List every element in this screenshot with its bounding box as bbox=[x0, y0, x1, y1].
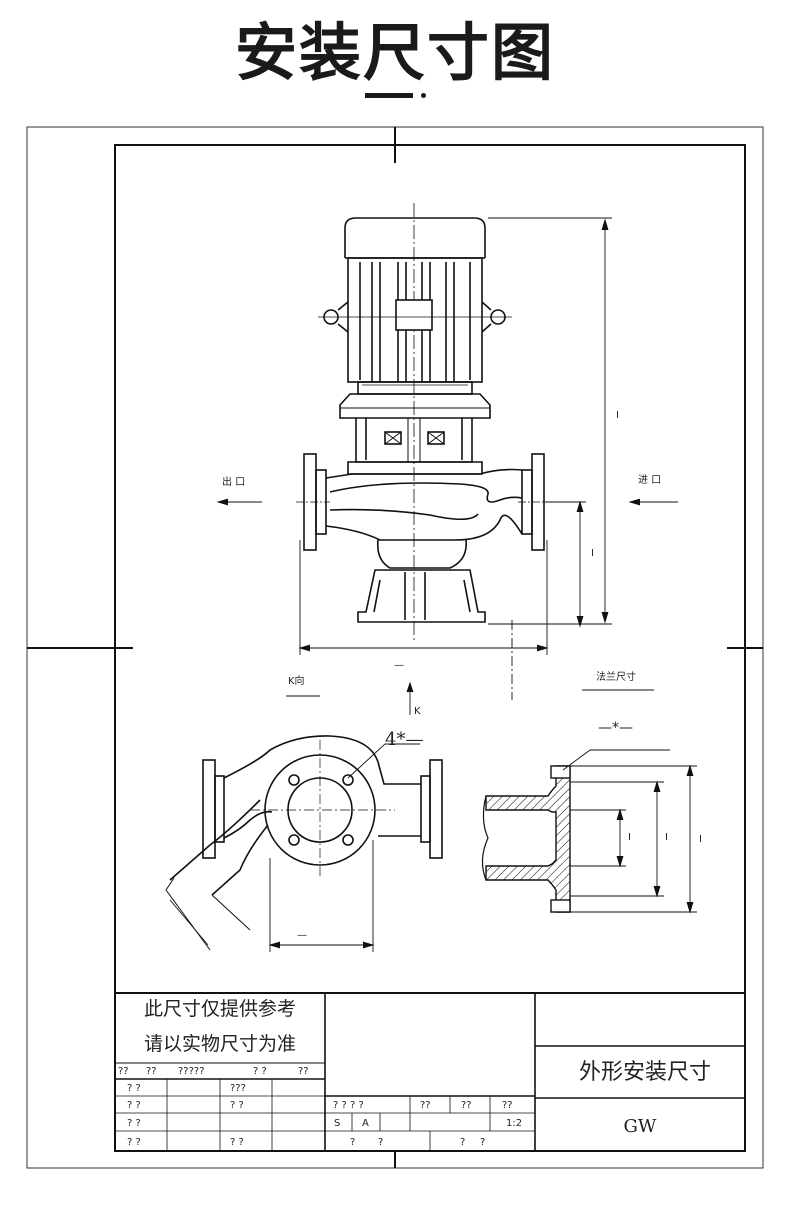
mid-row3-4: ? bbox=[480, 1137, 485, 1148]
dim-mark-outer-dia: I bbox=[699, 834, 702, 845]
dim-mark-inner-dia: I bbox=[628, 832, 631, 843]
model-code: GW bbox=[624, 1116, 657, 1137]
mid-cell-s: S bbox=[334, 1118, 340, 1129]
row3-label: ? ? bbox=[127, 1118, 141, 1129]
mid-header-4: ?? bbox=[502, 1100, 513, 1111]
header-cell-5: ?? bbox=[298, 1066, 309, 1077]
mid-header-1: ? ? ? ? bbox=[333, 1100, 364, 1111]
note-line-2: 请以实物尺寸为准 bbox=[144, 1033, 296, 1055]
inlet-label: 进 口 bbox=[638, 474, 661, 486]
row2-label: ? ? bbox=[127, 1100, 141, 1111]
title-underline-dot bbox=[421, 93, 426, 98]
row4-value: ? ? bbox=[230, 1137, 244, 1148]
dim-mark-height: I bbox=[616, 410, 619, 421]
mid-row3-2: ? bbox=[378, 1137, 383, 1148]
outlet-label: 出 口 bbox=[222, 475, 245, 488]
row1-value: ??? bbox=[230, 1083, 246, 1094]
header-cell-1: ?? bbox=[118, 1066, 129, 1077]
header-cell-2: ?? bbox=[146, 1066, 157, 1077]
pump-front-view bbox=[296, 203, 552, 640]
row1-label: ? ? bbox=[127, 1083, 141, 1094]
flange-dimensions bbox=[562, 749, 697, 914]
row2-value: ? ? bbox=[230, 1100, 244, 1111]
mid-header-2: ?? bbox=[420, 1100, 431, 1111]
header-cell-3: ????? bbox=[178, 1066, 205, 1077]
title-block bbox=[115, 992, 745, 1151]
flange-star-label: —*— bbox=[598, 720, 633, 736]
dim-mark-inlet-height: I bbox=[591, 548, 594, 559]
outer-border bbox=[26, 126, 764, 1169]
flange-label: 法兰尺寸 bbox=[596, 670, 636, 683]
mid-header-3: ?? bbox=[461, 1100, 472, 1111]
mid-cell-a: A bbox=[362, 1118, 369, 1129]
k-view bbox=[165, 735, 443, 952]
drawing-name: 外形安装尺寸 bbox=[579, 1060, 711, 1085]
note-line-1: 此尺寸仅提供参考 bbox=[144, 998, 296, 1020]
mid-cell-scale: 1:2 bbox=[506, 1118, 522, 1129]
k-view-label: K向 bbox=[288, 674, 305, 687]
title-underline bbox=[365, 93, 413, 98]
k-label: K bbox=[414, 706, 421, 717]
page-title: 安装尺寸图 bbox=[234, 16, 555, 89]
header-cell-4: ? ? bbox=[253, 1066, 267, 1077]
mid-row3-3: ? bbox=[460, 1137, 465, 1148]
dim-mark-bolt-span: — bbox=[297, 930, 307, 941]
row4-label: ? ? bbox=[127, 1137, 141, 1148]
mid-row3-1: ? bbox=[350, 1137, 355, 1148]
dim-mark-length: — bbox=[394, 660, 404, 671]
bolt-label: 4*— bbox=[385, 729, 423, 750]
flange-section bbox=[481, 765, 571, 913]
dim-mark-bolt-circle: I bbox=[665, 832, 668, 843]
dimensions-front bbox=[216, 217, 678, 715]
